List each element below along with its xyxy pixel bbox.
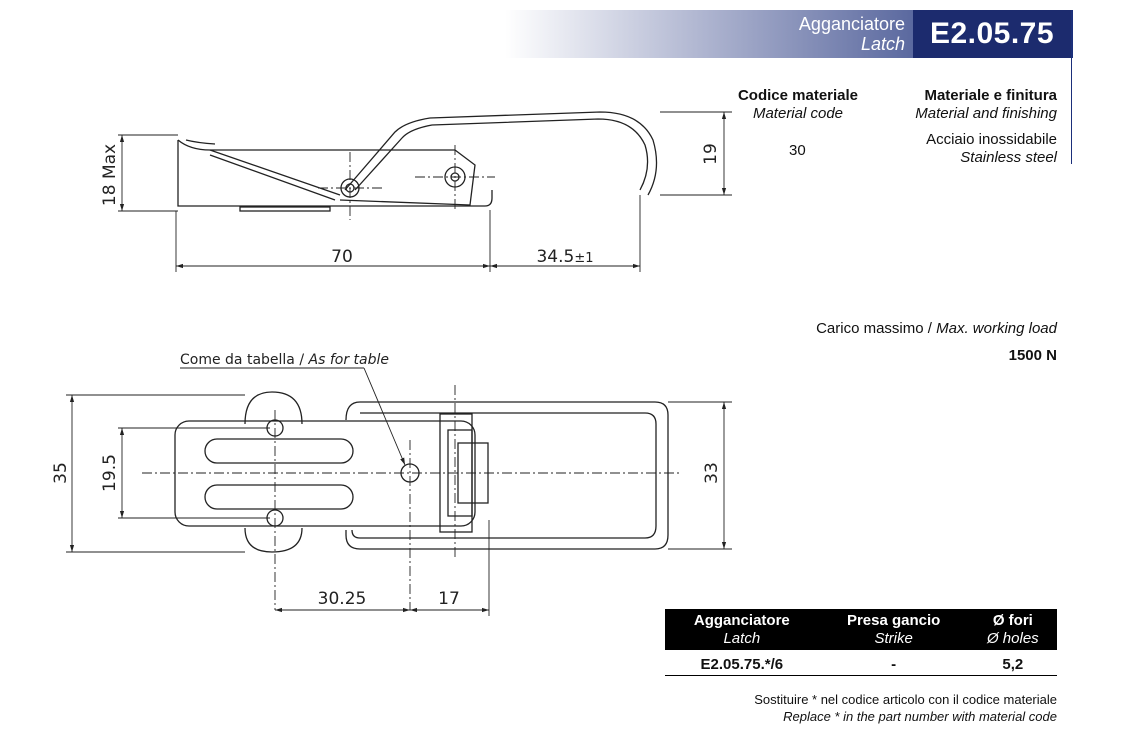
dim-side-offset-tolerance: ±1 bbox=[574, 251, 593, 266]
material-finish-label-it: Materiale e finitura bbox=[924, 87, 1057, 104]
callout-en: As for table bbox=[308, 352, 389, 368]
material-code-block: Codice materiale Material code bbox=[722, 87, 874, 123]
product-title: Agganciatore Latch bbox=[785, 14, 905, 54]
table-cell-holes: 5,2 bbox=[968, 650, 1057, 676]
dim-side-length: 70 bbox=[331, 247, 353, 267]
dim-top-17: 17 bbox=[438, 589, 460, 609]
dim-top-33: 33 bbox=[702, 462, 722, 484]
max-load-label-en: Max. working load bbox=[936, 320, 1057, 337]
material-code-label-en: Material code bbox=[752, 105, 844, 122]
table-cell-strike: - bbox=[818, 650, 969, 676]
dim-side-offset-value: 34.5 bbox=[536, 247, 574, 267]
product-title-en: Latch bbox=[860, 34, 905, 54]
material-finish-value-en: Stainless steel bbox=[960, 149, 1057, 166]
header-divider bbox=[1071, 58, 1072, 164]
product-title-it: Agganciatore bbox=[798, 14, 905, 34]
max-load-label-it: Carico massimo / bbox=[816, 320, 937, 337]
callout-as-for-table: Come da tabella / As for table bbox=[180, 352, 389, 368]
max-load-value: 1500 N bbox=[1008, 347, 1057, 364]
dim-side-offset: 34.5±1 bbox=[536, 247, 593, 267]
table-row: E2.05.75.*/6 - 5,2 bbox=[665, 650, 1057, 676]
table-cell-latch: E2.05.75.*/6 bbox=[665, 650, 819, 676]
max-load-label: Carico massimo / Max. working load bbox=[760, 320, 1057, 338]
material-finish-label-en: Material and finishing bbox=[915, 105, 1057, 122]
max-load-block: Carico massimo / Max. working load 1500 … bbox=[760, 320, 1057, 365]
product-code: E2.05.75 bbox=[913, 10, 1071, 58]
dim-top-30-25: 30.25 bbox=[318, 589, 367, 609]
dim-top-35: 35 bbox=[51, 462, 71, 484]
dim-side-right: 19 bbox=[701, 143, 721, 165]
material-code-value: 30 bbox=[789, 142, 806, 159]
replacement-note-en: Replace * in the part number with materi… bbox=[783, 709, 1057, 724]
dim-top-19-5: 19.5 bbox=[100, 454, 120, 492]
material-code-label-it: Codice materiale bbox=[737, 87, 859, 104]
replacement-note-it: Sostituire * nel codice articolo con il … bbox=[754, 692, 1057, 707]
replacement-note: Sostituire * nel codice articolo con il … bbox=[600, 691, 1057, 725]
dim-side-height: 18 Max bbox=[100, 144, 120, 206]
material-finish-block: Materiale e finitura Material and finish… bbox=[880, 87, 1057, 167]
callout-it: Come da tabella / bbox=[180, 352, 309, 368]
material-finish-value-it: Acciaio inossidabile bbox=[926, 131, 1057, 148]
side-view bbox=[177, 111, 658, 212]
top-view bbox=[174, 391, 669, 553]
